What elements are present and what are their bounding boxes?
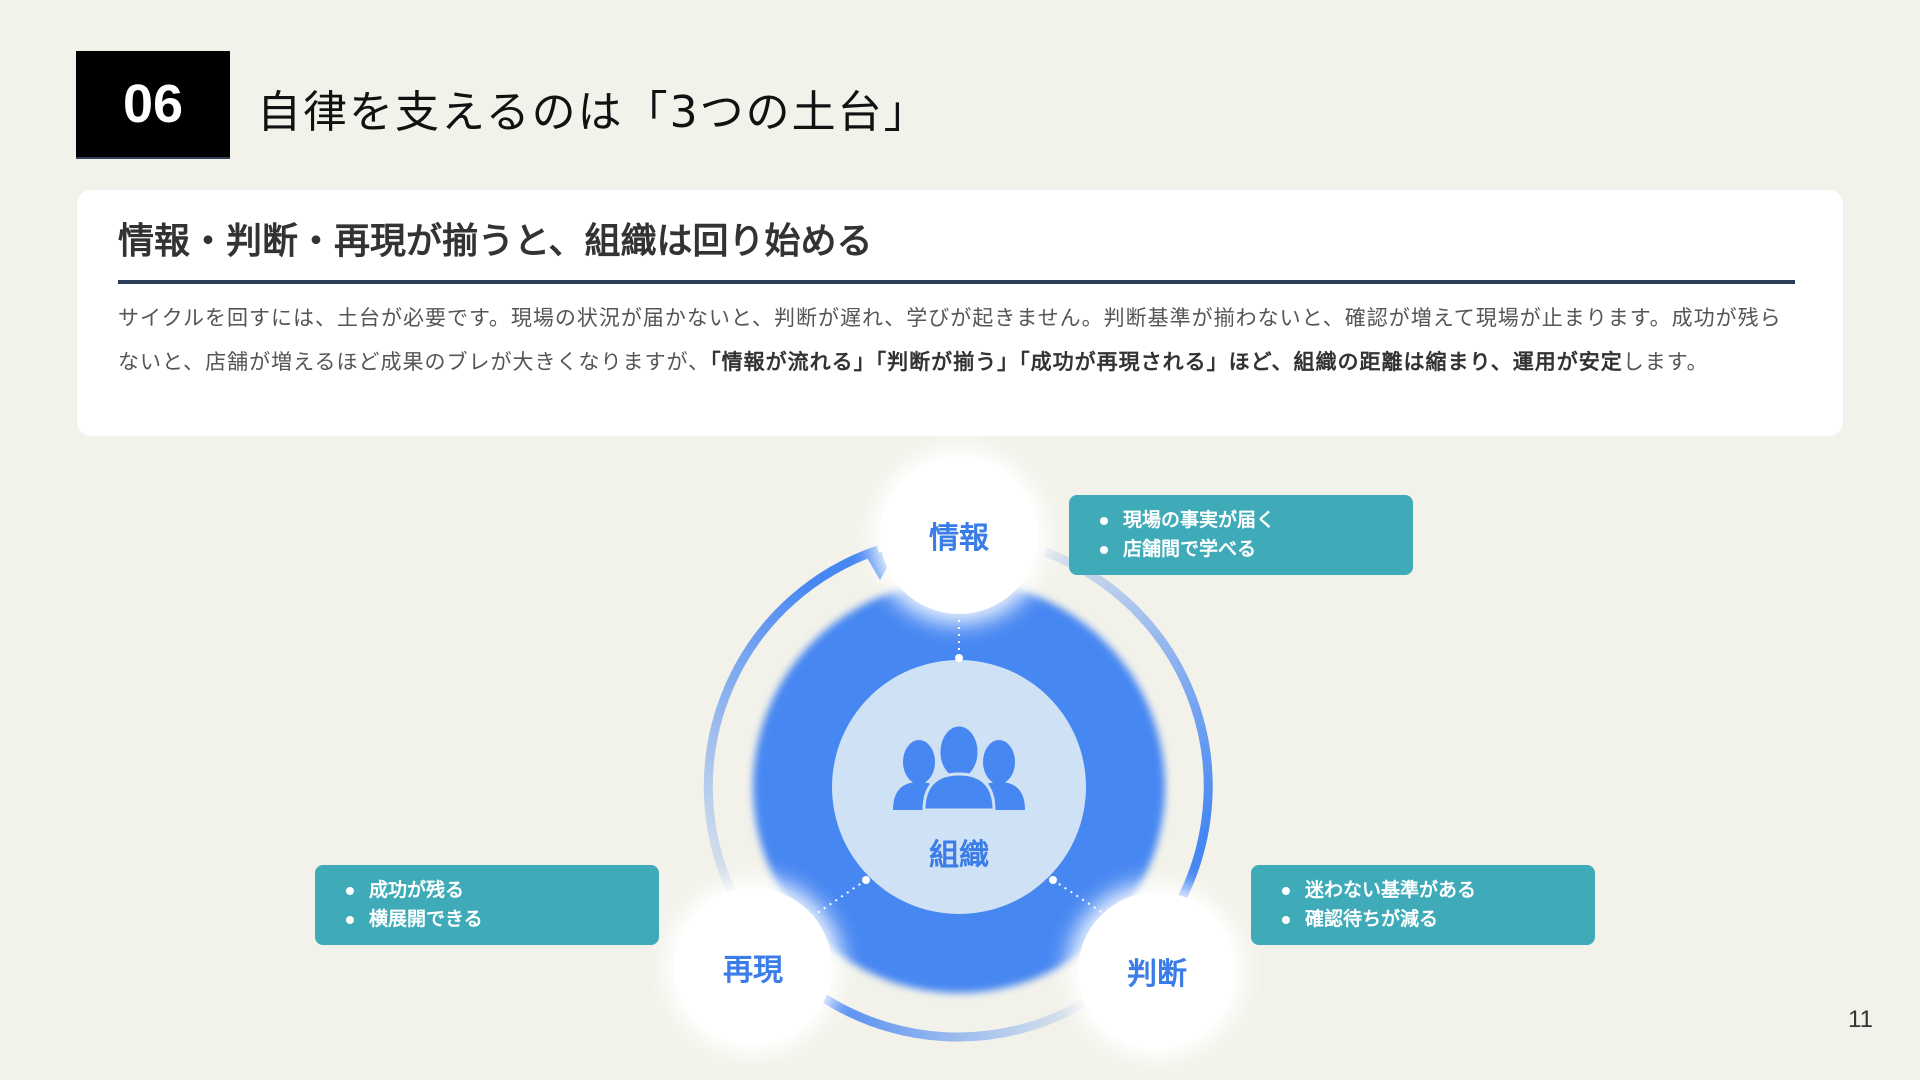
summary-card: 情報・判断・再現が揃うと、組織は回り始める サイクルを回すには、土台が必要です。… [77,190,1843,436]
connector-lines [809,620,1107,919]
node-judgment: 判断 [1078,892,1236,1050]
tip-info: 現場の事実が届く 店舗間で学べる [1069,495,1413,575]
node-reproduction: 再現 [674,888,832,1046]
page-number: 11 [1848,1006,1873,1033]
body-text: サイクルを回すには、土台が必要です。現場の状況が届かないと、判断が遅れ、学びが起… [118,306,1782,374]
arc-right [1043,547,1213,919]
body-text-end: します。 [1622,350,1709,374]
bullet-item: 確認待ちが減る [1282,905,1595,934]
body-emphasis: 「情報が流れる」「判断が揃う」「成功が再現される」ほど、組織の距離は縮まり、運用… [710,350,1623,374]
section-number-badge: 06 [76,51,230,159]
bullet-item: 横展開できる [346,905,659,934]
arc-bottom [805,983,1087,1042]
tip-judgment: 迷わない基準がある 確認待ちが減る [1251,865,1595,945]
node-info: 情報 [880,456,1038,614]
card-body: サイクルを回すには、土台が必要です。現場の状況が届かないと、判断が遅れ、学びが起… [118,296,1798,384]
bullet-item: 成功が残る [346,876,659,905]
center-label: 組織 [929,838,989,873]
bullet-item: 現場の事実が届く [1100,506,1413,535]
slide-title: 自律を支えるのは「3つの土台」 [257,87,930,138]
heading-divider [118,280,1795,284]
tip-reproduction: 成功が残る 横展開できる [315,865,659,945]
arc-left [703,545,880,895]
card-heading: 情報・判断・再現が揃うと、組織は回り始める [118,221,873,262]
bullet-item: 店舗間で学べる [1100,535,1413,564]
bullet-item: 迷わない基準がある [1282,876,1595,905]
people-icon [893,723,1025,812]
